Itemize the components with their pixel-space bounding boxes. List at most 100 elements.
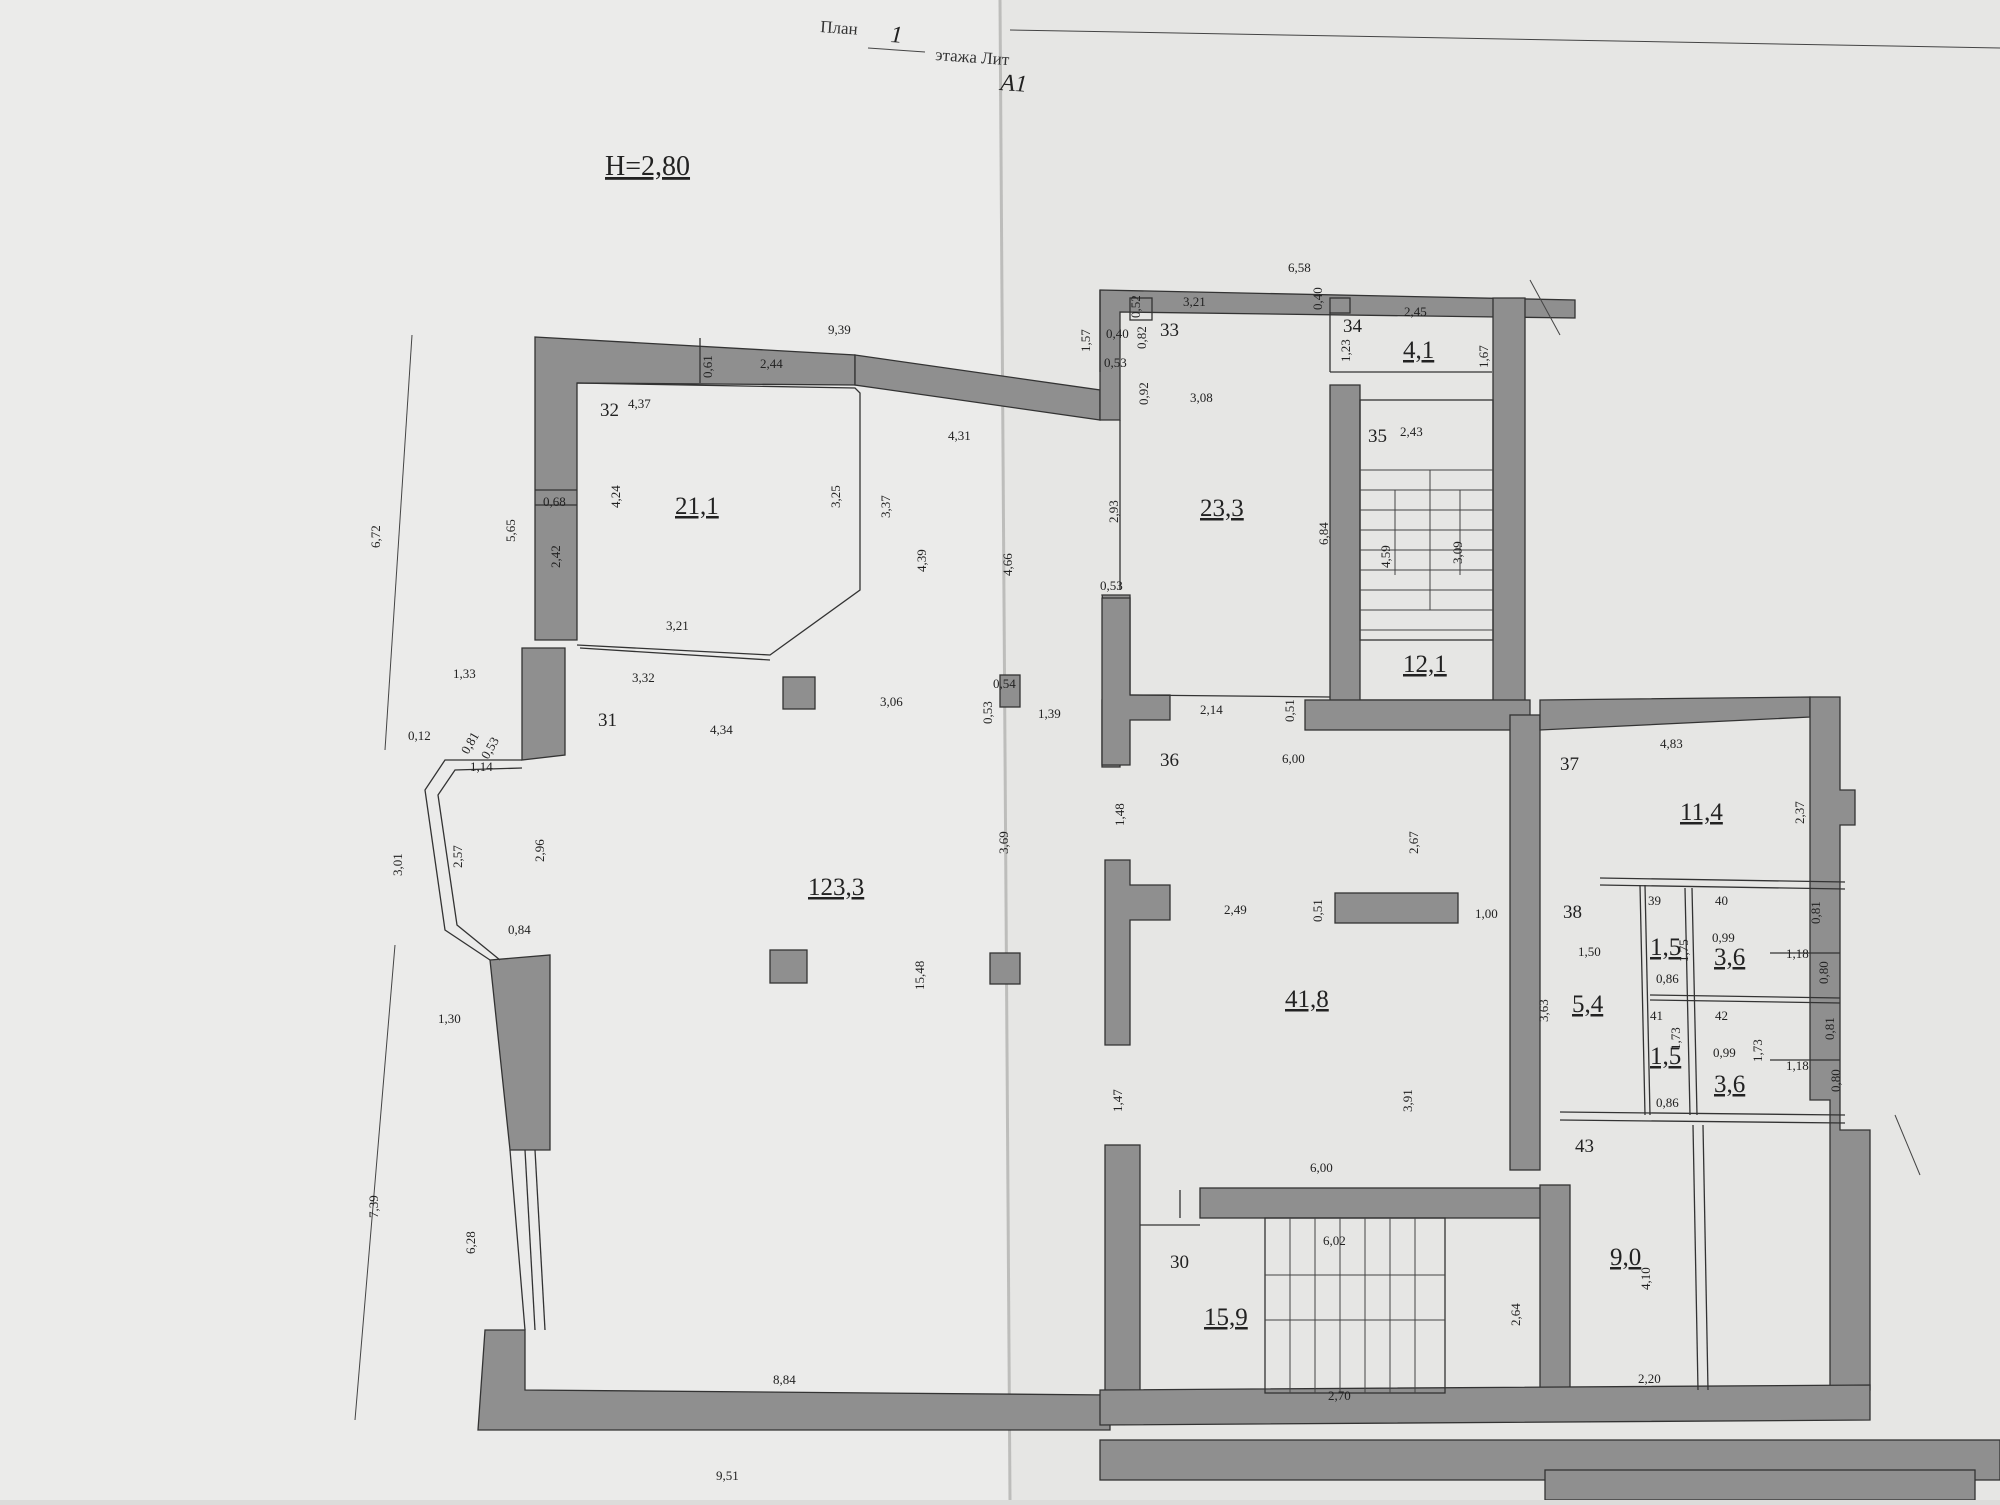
wall-west-upper xyxy=(521,647,566,761)
stair-30-steps xyxy=(1265,1218,1445,1393)
dim-label: 4,59 xyxy=(1378,545,1393,568)
west-bay-outer xyxy=(424,759,522,961)
dim-label: 2,14 xyxy=(1200,702,1223,717)
room-number-36: 36 xyxy=(1160,750,1179,771)
dim-label: 0,51 xyxy=(1310,899,1325,922)
room-39-40-south xyxy=(1649,994,1841,999)
dim-label: 0,12 xyxy=(408,728,431,743)
dim-label: 6,72 xyxy=(368,525,383,548)
wall-t-2 xyxy=(1104,859,1171,1046)
dim-label: 0,82 xyxy=(1134,326,1149,349)
dim-label: 1,73 xyxy=(1750,1039,1765,1062)
edge-mark-ne xyxy=(1529,279,1561,336)
room-number-33: 33 xyxy=(1160,320,1179,341)
dim-label: 1,73 xyxy=(1668,1027,1683,1050)
room-number-32: 32 xyxy=(600,400,619,421)
room-area-33: 23,3 xyxy=(1200,495,1244,522)
dim-label: 15,48 xyxy=(912,961,927,990)
room-41-42-south xyxy=(1559,1111,1846,1116)
dim-label: 6,02 xyxy=(1323,1233,1346,1248)
dim-label: 4,34 xyxy=(710,722,733,737)
dim-label: 0,53 xyxy=(1100,578,1123,593)
dim-label: 3,06 xyxy=(880,694,903,709)
column-a xyxy=(999,674,1021,708)
wall-t-1 xyxy=(1101,597,1171,766)
dim-label: 2,57 xyxy=(450,845,465,868)
room-area-34: 4,1 xyxy=(1403,337,1434,364)
wall-36-north xyxy=(1304,699,1531,731)
dim-label: 3,69 xyxy=(996,831,1011,854)
plan-header-prefix: План xyxy=(820,17,859,39)
wall-north-right xyxy=(1099,289,1576,421)
wall-west-stair xyxy=(1104,1144,1141,1396)
room-39-east xyxy=(1684,887,1691,1116)
room-38-east-2 xyxy=(1644,884,1651,1116)
dim-label: 1,30 xyxy=(438,1011,461,1026)
right-page xyxy=(1000,0,2000,1500)
room-37-south-2 xyxy=(1599,884,1846,890)
room-number-42: 42 xyxy=(1715,1008,1728,1023)
west-window-2 xyxy=(524,1149,536,1331)
dim-label: 1,18 xyxy=(1786,1058,1809,1073)
room-33-south xyxy=(1129,694,1331,698)
dim-label: 1,18 xyxy=(1786,946,1809,961)
partition-beam xyxy=(1334,892,1459,924)
dim-label: 2,96 xyxy=(532,839,547,862)
dim-label: 4,66 xyxy=(1000,553,1015,576)
room-area-36: 41,8 xyxy=(1285,986,1329,1013)
dim-label: 2,43 xyxy=(1400,424,1423,439)
dim-label: 0,92 xyxy=(1136,382,1151,405)
dim-label: 1,47 xyxy=(1110,1089,1125,1112)
dim-label: 4,39 xyxy=(914,549,929,572)
dim-label: 1,39 xyxy=(1038,706,1061,721)
dim-label: 4,37 xyxy=(628,396,651,411)
wall-south-right xyxy=(1099,1384,1871,1426)
room-area-40: 3,6 xyxy=(1714,944,1745,971)
dim-label: 0,40 xyxy=(1106,326,1129,341)
room-number-35: 35 xyxy=(1368,426,1387,447)
room-number-37: 37 xyxy=(1560,754,1579,775)
room-number-40: 40 xyxy=(1715,893,1728,908)
dim-label: 1,50 xyxy=(1578,944,1601,959)
dim-label: 0,68 xyxy=(543,494,566,509)
page-fold xyxy=(998,0,1012,1501)
room-34-shaft xyxy=(1329,297,1351,314)
dim-label: 0,99 xyxy=(1712,930,1735,945)
plan-header-litera: А1 xyxy=(998,70,1028,98)
dim-label: 6,00 xyxy=(1310,1160,1333,1175)
dim-label: 0,53 xyxy=(980,701,995,724)
dim-label: 2,64 xyxy=(1508,1303,1523,1326)
dim-label: 1,33 xyxy=(453,666,476,681)
dim-label: 1,48 xyxy=(1112,803,1127,826)
edge-mark-e xyxy=(1894,1114,1921,1176)
dim-label: 3,21 xyxy=(666,618,689,633)
dim-label: 2,49 xyxy=(1224,902,1247,917)
room-32-outline xyxy=(576,382,861,656)
room-area-32: 21,1 xyxy=(675,493,719,520)
room-area-31: 123,3 xyxy=(808,874,864,901)
dim-label: 0,84 xyxy=(508,922,531,937)
dim-label: 2,37 xyxy=(1792,801,1807,824)
room-43-east xyxy=(1692,1124,1699,1391)
dim-label: 1,14 xyxy=(470,759,493,774)
dim-line-739 xyxy=(354,944,396,1421)
dim-label: 0,52 xyxy=(1128,295,1143,318)
room-area-35: 12,1 xyxy=(1403,651,1447,678)
pillar-3 xyxy=(989,952,1021,985)
dim-label: 6,28 xyxy=(463,1231,478,1254)
stair-35-steps xyxy=(1360,469,1493,631)
dim-label: 0,61 xyxy=(700,355,715,378)
wall-east-33 xyxy=(1492,297,1526,716)
room-areas: 123,3 21,1 23,3 4,1 12,1 41,8 11,4 5,4 1… xyxy=(675,337,1745,1331)
dim-label: 1,00 xyxy=(1475,906,1498,921)
stair-30-box xyxy=(1264,1217,1446,1394)
dim-label: 2,70 xyxy=(1328,1388,1351,1403)
dim-label: 0,86 xyxy=(1656,1095,1679,1110)
room-number-30: 30 xyxy=(1170,1252,1189,1273)
west-bay-inner xyxy=(437,767,523,961)
room-number-34: 34 xyxy=(1343,316,1363,337)
room-number-39: 39 xyxy=(1648,893,1661,908)
room-39-east-2 xyxy=(1691,887,1698,1116)
dim-label: 1,57 xyxy=(1078,329,1093,352)
